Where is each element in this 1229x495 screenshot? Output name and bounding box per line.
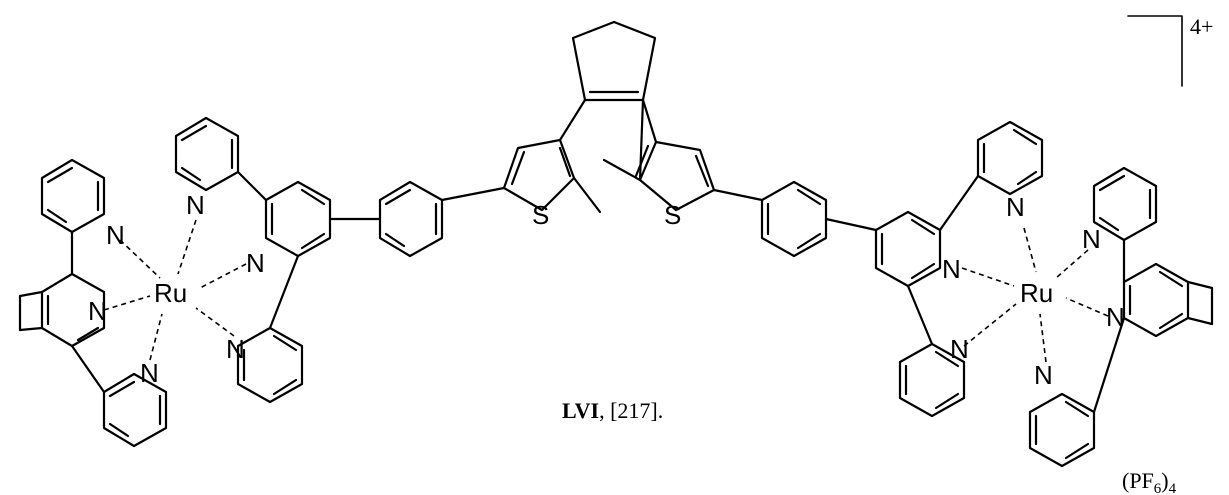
left-atom-ru: Ru — [154, 278, 187, 308]
right-atom-n1: N — [1006, 192, 1025, 222]
counterion-open: (PF — [1122, 468, 1154, 493]
left-atom-n1: N — [106, 220, 125, 250]
compound-reference: , [217]. — [599, 398, 663, 423]
right-tpy-outer-bottom-pyridine — [1028, 316, 1126, 468]
cyclopentene-bridge — [571, 20, 657, 102]
compound-label: LVI — [562, 398, 599, 423]
left-coordination-bonds — [103, 219, 247, 361]
compound-caption: LVI, [217]. — [562, 398, 663, 423]
left-atom-n5: N — [246, 248, 265, 278]
right-ruthenium-complex: N N N N N N Ru — [874, 120, 1214, 468]
counterion-sub-4: 4 — [1169, 481, 1177, 495]
left-tpy-inner-bottom-pyridine — [236, 254, 304, 404]
left-atom-n3: N — [140, 358, 159, 388]
right-tpy-outer-center-pyridine — [1122, 238, 1214, 338]
right-coordination-bonds — [961, 227, 1109, 363]
right-tpy-outer-top-pyridine — [1092, 166, 1158, 242]
left-tpy-inner-center-pyridine — [236, 170, 332, 258]
right-atom-n6: N — [1034, 360, 1053, 390]
left-atom-s: S — [532, 200, 549, 230]
charge-bracket: 4+ — [1127, 14, 1213, 87]
right-atom-n5: N — [1106, 302, 1125, 332]
right-thiophene-ring: S — [602, 98, 716, 230]
left-ruthenium-complex: N N N N N N Ru — [18, 116, 332, 448]
left-tpy-inner-top-pyridine — [174, 116, 240, 192]
left-atom-n4: N — [186, 190, 205, 220]
counterion-sub-6: 6 — [1154, 481, 1162, 495]
right-atom-s: S — [664, 200, 681, 230]
right-tpy-inner-center-pyridine — [874, 210, 942, 288]
counterion-label: (PF6)4 — [1122, 468, 1177, 495]
left-phenylene-ring — [328, 180, 506, 258]
right-atom-n3: N — [950, 334, 969, 364]
right-atom-ru: Ru — [1020, 278, 1053, 308]
right-tpy-inner-bottom-pyridine — [898, 284, 966, 418]
left-tpy-outer-top-pyridine — [40, 158, 106, 234]
left-atom-n2: N — [88, 296, 107, 326]
right-atom-n2: N — [942, 254, 961, 284]
left-tpy-outer-bottom-pyridine — [70, 344, 168, 448]
right-phenylene-ring — [712, 180, 878, 258]
counterion-close: ) — [1161, 468, 1168, 493]
left-atom-n6: N — [226, 334, 245, 364]
left-tpy-outer-center-pyridine — [18, 230, 106, 348]
right-atom-n4: N — [1082, 224, 1101, 254]
right-tpy-inner-top-pyridine — [938, 120, 1044, 232]
overall-charge: 4+ — [1190, 14, 1213, 39]
left-thiophene-ring: S — [502, 98, 602, 230]
